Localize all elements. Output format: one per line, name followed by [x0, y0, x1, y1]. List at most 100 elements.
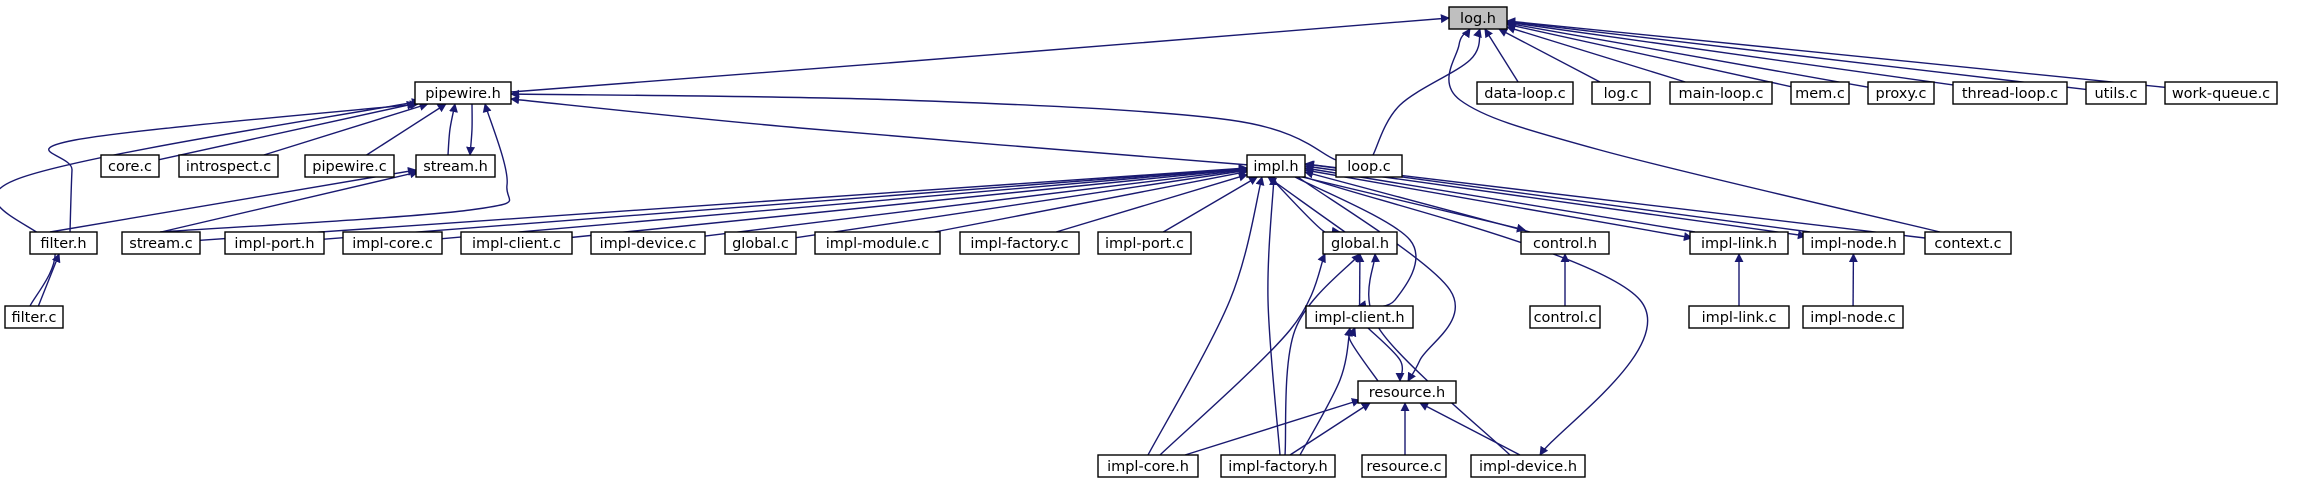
node-box [1924, 231, 2012, 255]
node-loop-c[interactable]: loop.c [1335, 154, 1403, 178]
node-impl-device-c[interactable]: impl-device.c [590, 231, 706, 255]
node-mem-c[interactable]: mem.c [1790, 81, 1850, 105]
node-impl-port-h[interactable]: impl-port.h [224, 231, 325, 255]
node-impl-core-c[interactable]: impl-core.c [342, 231, 443, 255]
node-impl-factory-h[interactable]: impl-factory.h [1220, 454, 1336, 478]
node-introspect-c[interactable]: introspect.c [178, 154, 279, 178]
node-box [304, 154, 395, 178]
node-log-c[interactable]: log.c [1591, 81, 1651, 105]
node-box [178, 154, 279, 178]
node-filter-c[interactable]: filter.c [4, 305, 64, 329]
edge-stream-c-to-stream-h [160, 169, 419, 233]
nodes-layer: log.h pipewire.h data-loop.c log.c main-loop… [4, 6, 2278, 478]
node-impl-port-c[interactable]: impl-port.c [1097, 231, 1192, 255]
node-label: control.h [1533, 236, 1597, 252]
node-core-c[interactable]: core.c [100, 154, 160, 178]
node-utils-c[interactable]: utils.c [2085, 81, 2147, 105]
node-stream-h[interactable]: stream.h [415, 154, 496, 178]
node-label: context.c [1934, 236, 2001, 252]
node-box [1520, 231, 1610, 255]
node-data-loop-c[interactable]: data-loop.c [1476, 81, 1574, 105]
node-work-queue-c[interactable]: work-queue.c [2164, 81, 2278, 105]
node-label: log.c [1604, 86, 1639, 102]
edge-impl-device-h-to-global-h [1368, 253, 1511, 456]
node-pipewire-c[interactable]: pipewire.c [304, 154, 395, 178]
node-label: core.c [108, 159, 152, 175]
node-impl-link-h[interactable]: impl-link.h [1689, 231, 1789, 255]
edge-global-c-to-impl-h [795, 167, 1248, 239]
node-proxy-c[interactable]: proxy.c [1867, 81, 1935, 105]
edge-impl-device-h-to-resource-h [1419, 402, 1521, 456]
node-label: loop.c [1347, 159, 1391, 175]
node-box [1361, 454, 1447, 478]
node-label: impl.h [1253, 159, 1298, 175]
node-thread-loop-c[interactable]: thread-loop.c [1952, 81, 2068, 105]
node-label: impl-node.c [1810, 310, 1895, 326]
node-impl-node-c[interactable]: impl-node.c [1802, 305, 1904, 329]
node-log-h[interactable]: log.h [1448, 6, 1508, 30]
edge-log-c-to-log-h [1498, 28, 1601, 83]
node-box [342, 231, 443, 255]
node-box [1688, 305, 1790, 329]
edge-stream-c-to-impl-h [199, 164, 1248, 242]
node-resource-h[interactable]: resource.h [1357, 380, 1457, 404]
edge-impl-factory-h-to-global-h [1284, 253, 1361, 456]
edge-impl-h-to-control-h [1301, 176, 1526, 233]
node-label: work-queue.c [2172, 86, 2270, 102]
node-box [224, 231, 325, 255]
node-global-c[interactable]: global.c [724, 231, 797, 255]
edge-pipewire-h-to-log-h [510, 14, 1450, 93]
node-impl-device-h[interactable]: impl-device.h [1470, 454, 1586, 478]
edge-pipewire-h-to-stream-h [466, 103, 476, 156]
edge-impl-core-h-to-impl-h [1147, 176, 1265, 456]
edge-main-loop-c-to-log-h [1506, 25, 1686, 83]
node-impl-link-c[interactable]: impl-link.c [1688, 305, 1790, 329]
node-label: log.h [1460, 11, 1496, 27]
node-control-c[interactable]: control.c [1529, 305, 1601, 329]
node-pipewire-h[interactable]: pipewire.h [414, 81, 512, 105]
node-label: impl-port.h [234, 236, 314, 252]
node-impl-node-h[interactable]: impl-node.h [1802, 231, 1905, 255]
node-label: impl-link.h [1701, 236, 1777, 252]
node-impl-client-c[interactable]: impl-client.c [460, 231, 573, 255]
node-box [814, 231, 941, 255]
node-context-c[interactable]: context.c [1924, 231, 2012, 255]
edge-filter-h-to-pipewire-h [48, 100, 419, 233]
node-label: stream.h [423, 159, 488, 175]
node-impl-module-c[interactable]: impl-module.c [814, 231, 941, 255]
edge-context-c-to-log-h [1448, 28, 1941, 233]
edge-core-c-to-pipewire-h [158, 100, 416, 161]
edge-impl-core-c-to-impl-h [441, 164, 1248, 240]
node-label: impl-core.h [1107, 459, 1189, 475]
edge-global-h-to-impl-h [1267, 176, 1346, 233]
node-impl-client-h[interactable]: impl-client.h [1305, 305, 1414, 329]
edge-filter-h-to-stream-h [49, 166, 417, 233]
edge-data-loop-c-to-log-h [1484, 28, 1519, 83]
node-filter-h[interactable]: filter.h [29, 231, 98, 255]
node-control-h[interactable]: control.h [1520, 231, 1610, 255]
node-box [1802, 231, 1905, 255]
node-label: filter.h [40, 236, 86, 252]
node-label: utils.c [2094, 86, 2137, 102]
edge-proxy-c-to-log-h [1506, 20, 1869, 88]
node-stream-c[interactable]: stream.c [121, 231, 201, 255]
node-label: introspect.c [186, 159, 271, 175]
edge-impl-core-h-to-resource-h [1184, 398, 1361, 456]
node-impl-factory-c[interactable]: impl-factory.c [959, 231, 1080, 255]
node-box [2164, 81, 2278, 105]
node-main-loop-c[interactable]: main-loop.c [1669, 81, 1773, 105]
node-impl-core-h[interactable]: impl-core.h [1097, 454, 1199, 478]
node-resource-c[interactable]: resource.c [1361, 454, 1447, 478]
node-label: impl-client.h [1314, 310, 1404, 326]
node-box [1867, 81, 1935, 105]
node-box [1591, 81, 1651, 105]
node-impl-h[interactable]: impl.h [1246, 154, 1306, 178]
node-label: resource.c [1366, 459, 1441, 475]
edge-impl-module-c-to-impl-h [934, 168, 1248, 233]
node-box [1097, 231, 1192, 255]
edge-impl-h-to-impl-link-h [1304, 169, 1693, 242]
node-label: impl-device.c [600, 236, 697, 252]
edge-resource-h-to-impl-client-h [1347, 327, 1379, 382]
node-global-h[interactable]: global.h [1322, 231, 1398, 255]
